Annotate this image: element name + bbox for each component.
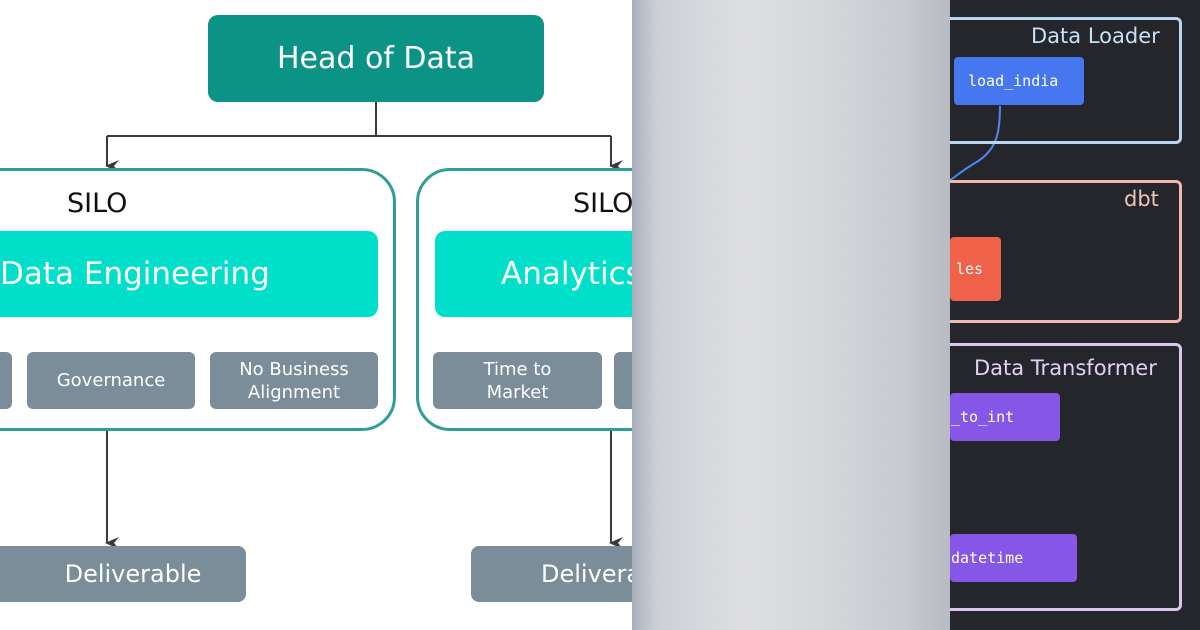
deliverable-box-2: Deliverable	[471, 546, 632, 602]
team-data-engineering: Data Engineering	[0, 231, 378, 317]
silo-label: SILO	[67, 188, 128, 219]
group-dbt[interactable]	[950, 180, 1182, 323]
metal-texture	[632, 0, 950, 630]
silo-label: SILO	[573, 188, 632, 219]
group-data-transformer[interactable]	[950, 343, 1182, 611]
node-dbt-model[interactable]: les	[950, 237, 1001, 301]
node-to-int[interactable]: _to_int	[950, 393, 1060, 441]
team-analytics: Analytics	[435, 231, 632, 317]
team-data-engineering-label: Data Engineering	[0, 256, 270, 292]
group-title-data-transformer: Data Transformer	[974, 356, 1157, 380]
tag-time-to-market: Time to Market	[433, 352, 602, 409]
org-chart-connectors	[105, 102, 623, 549]
node-datetime[interactable]: datetime	[950, 534, 1077, 582]
tag-governance: Governance	[27, 352, 195, 409]
head-of-data-label: Head of Data	[276, 41, 476, 76]
group-title-data-loader: Data Loader	[1031, 24, 1160, 48]
deliverable-box-1: Deliverable	[0, 546, 246, 602]
org-chart-panel: Head of Data SILO Data Engineering Gover…	[0, 15, 632, 602]
tag-box-cut-off	[614, 352, 632, 409]
brushed-metal-panel	[632, 0, 950, 630]
group-title-dbt: dbt	[1124, 187, 1159, 211]
edge-loader-to-dbt	[950, 105, 1001, 181]
tag-box-cut-off	[0, 352, 12, 409]
tag-no-business-alignment: No Business Alignment	[210, 352, 378, 409]
group-data-loader[interactable]	[950, 17, 1182, 144]
head-of-data-box: Head of Data	[208, 15, 544, 102]
team-analytics-label: Analytics	[501, 256, 632, 292]
pipeline-edges	[950, 105, 1001, 181]
pipeline-panel: Data Loader load_india dbt les Data Tran…	[950, 0, 1200, 630]
node-load-india[interactable]: load_india	[954, 57, 1084, 105]
